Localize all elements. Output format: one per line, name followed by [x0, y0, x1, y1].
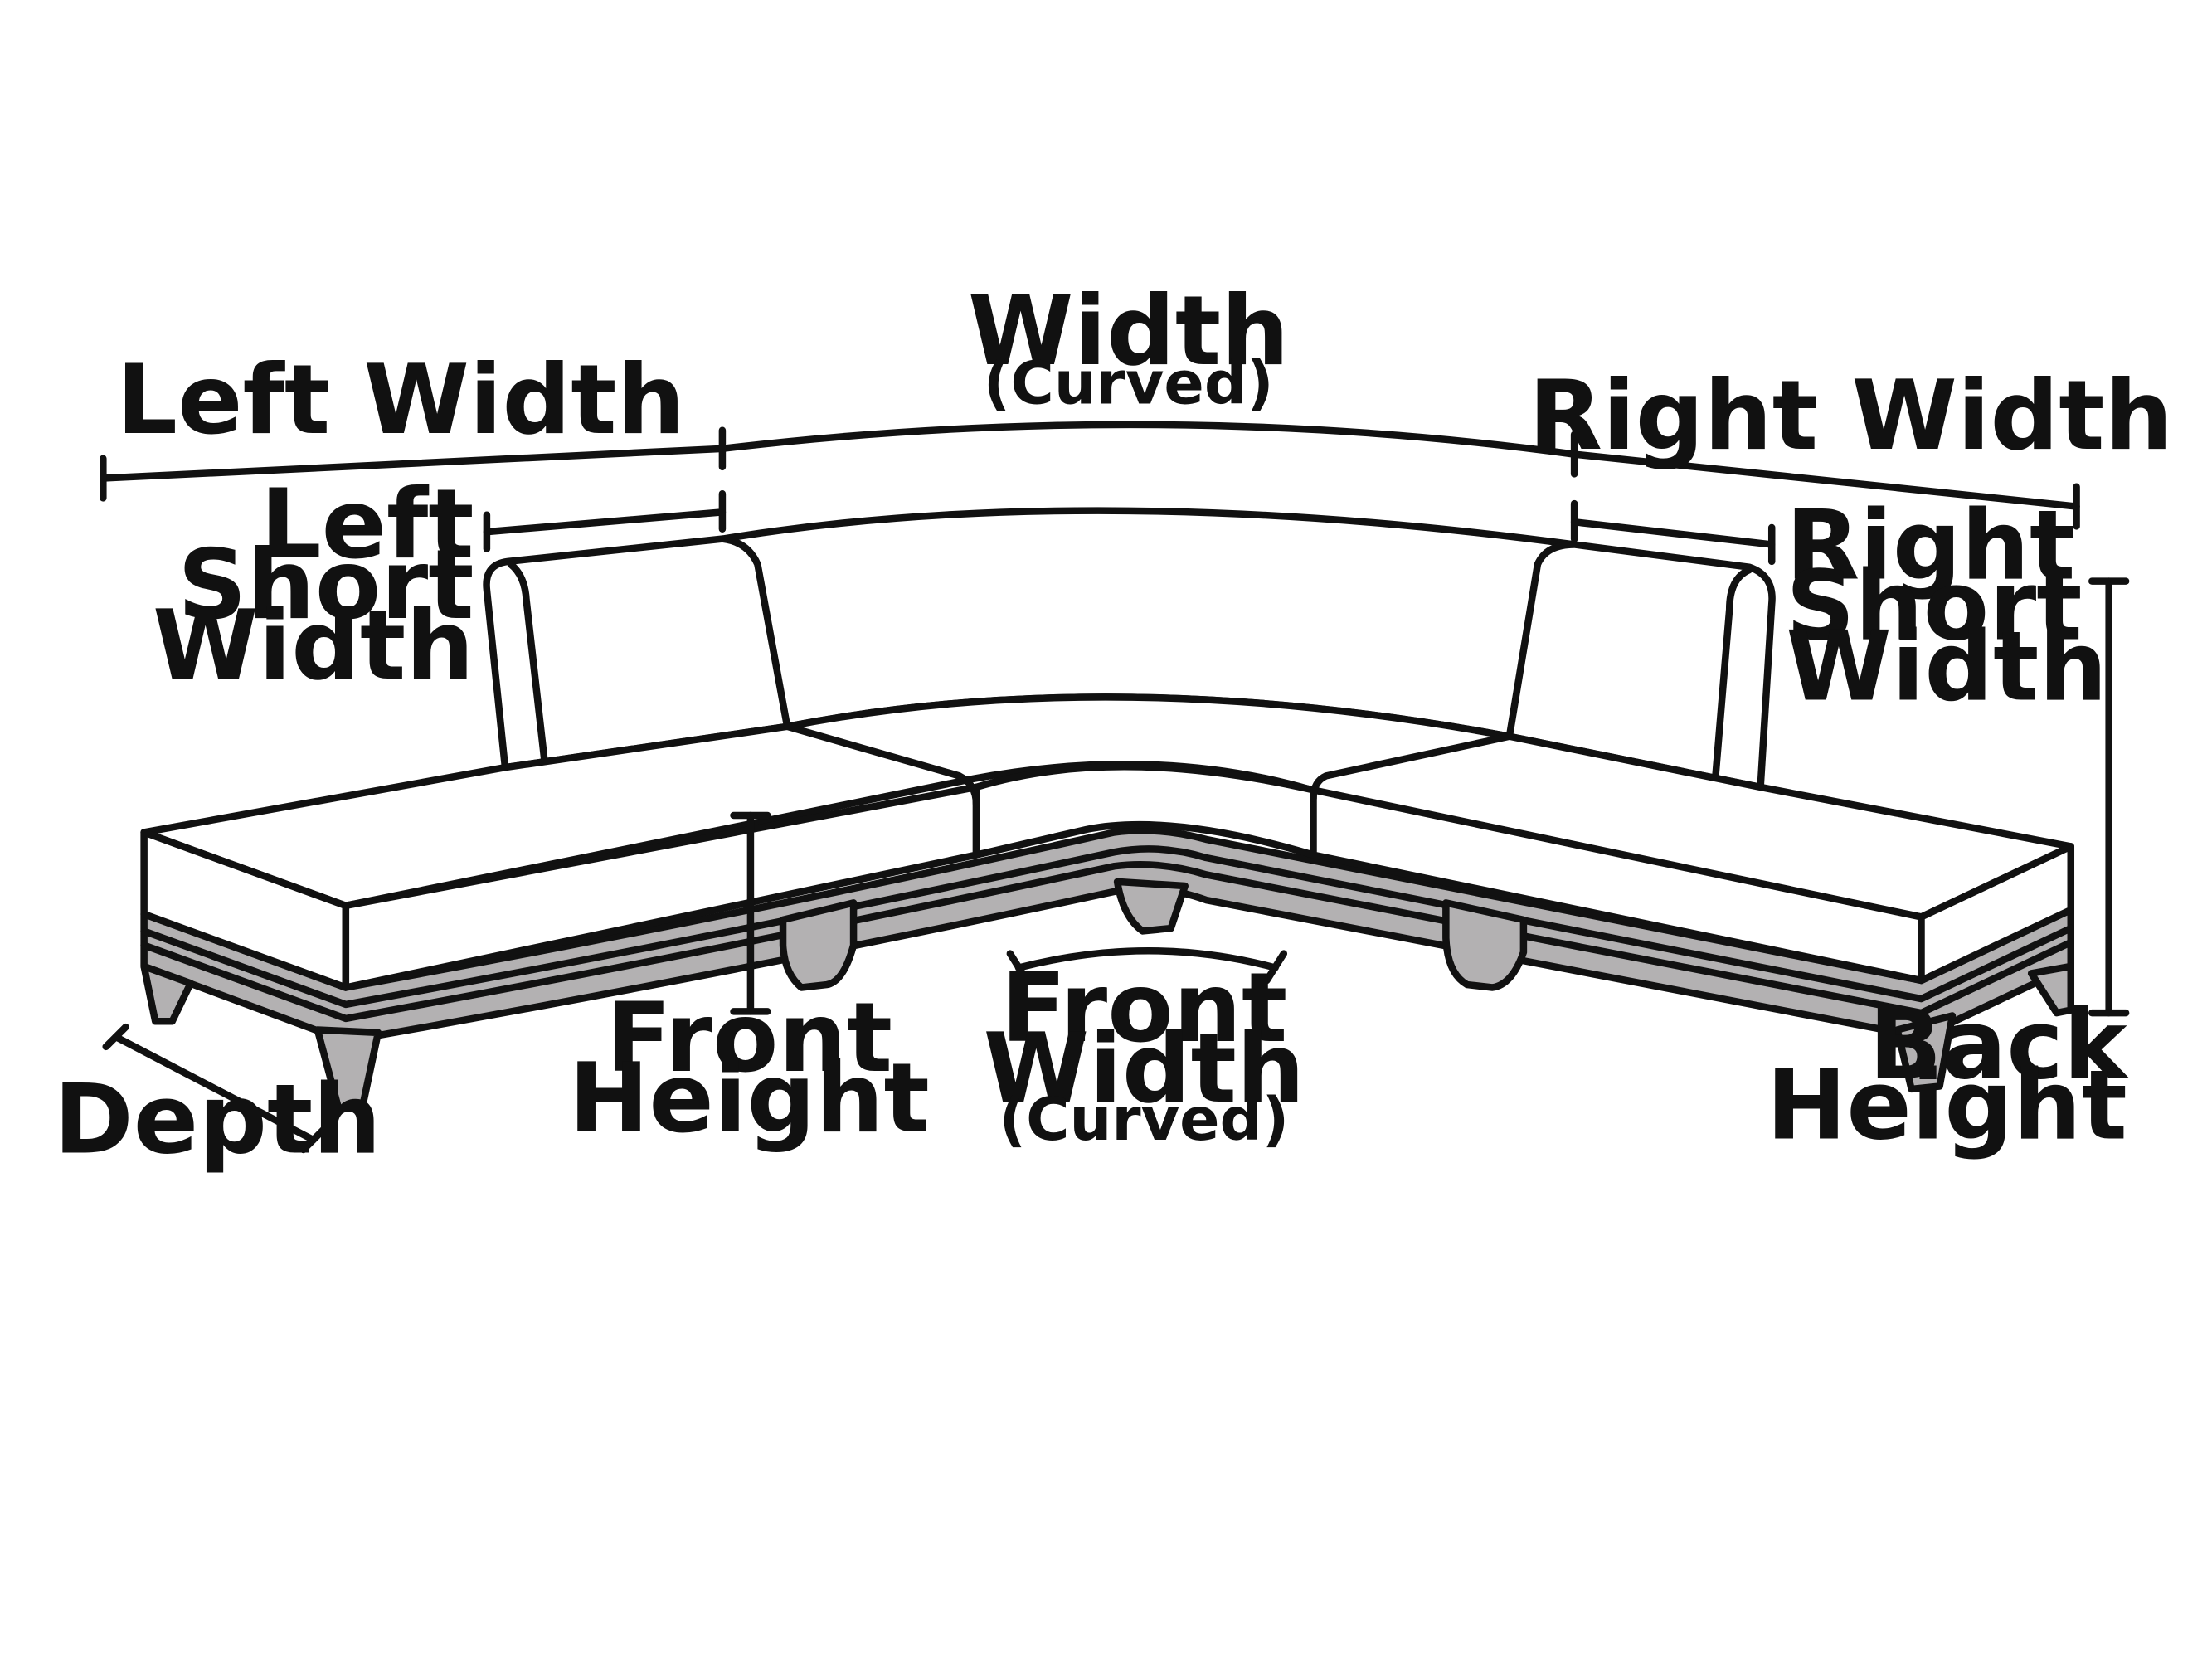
leg-center-left — [779, 899, 858, 991]
right-width-line — [1570, 450, 2080, 510]
right-short-width-line — [1570, 518, 1776, 548]
right-arm-cushion-side — [1711, 566, 1753, 783]
sofa-frame-stripe-2 — [140, 861, 2075, 1023]
label-left-short-width-2: Short — [177, 530, 474, 641]
leg-center-right — [1442, 899, 1528, 991]
width-curved-line — [718, 421, 1578, 458]
label-width-note: (Curved) — [984, 348, 1274, 417]
label-depth: Depth — [54, 1064, 382, 1175]
front-width-tick-right — [1263, 950, 1288, 985]
leg-front-left — [314, 1026, 382, 1112]
label-right-short-width-2: Short — [1786, 551, 2082, 662]
front-width-curve — [1014, 947, 1279, 971]
label-front-width-note: (Curved) — [999, 1085, 1290, 1154]
label-front-width-2: Width — [984, 1014, 1305, 1125]
seat-divider-right — [1310, 732, 1514, 802]
sofa-frame-stripe — [140, 845, 2075, 1009]
label-front-height-1: Front — [605, 983, 892, 1094]
label-front-height-2: Height — [569, 1044, 930, 1155]
label-left-short-width-1: Left — [260, 469, 474, 581]
label-left-width: Left Width — [116, 345, 684, 456]
left-arm-cushion — [483, 535, 791, 771]
label-front-width-1: Front — [1001, 953, 1288, 1064]
dimension-labels: Width (Curved) Left Width Right Width Le… — [54, 276, 2173, 1176]
right-seat-front — [1918, 843, 2075, 985]
label-right-width: Right Width — [1529, 361, 2173, 472]
dimension-lines — [100, 421, 2130, 1154]
label-width: Width — [968, 276, 1290, 387]
sofa-illustration — [140, 507, 2075, 1112]
label-right-short-width-1: Right — [1786, 490, 2075, 601]
leg-center — [1113, 878, 1189, 935]
depth-tick-b — [299, 1126, 327, 1154]
left-arm-cushion-side — [507, 561, 548, 766]
label-right-short-width-3: Width — [1786, 612, 2107, 723]
front-width-tick-left — [1006, 950, 1031, 985]
label-back-height-2: Height — [1767, 1050, 2127, 1161]
seat-divider-left — [783, 722, 980, 808]
left-short-width-line — [483, 508, 727, 536]
leg-front-left-outer — [140, 962, 195, 1025]
left-width-line — [100, 445, 727, 482]
label-back-height-1: Back — [1869, 990, 2130, 1101]
label-left-short-width-3: Width — [153, 591, 474, 702]
leg-front-right — [1894, 1012, 1957, 1093]
leg-back-right — [2027, 962, 2075, 1017]
depth-tick-a — [102, 1023, 129, 1051]
depth-line — [112, 1033, 317, 1144]
